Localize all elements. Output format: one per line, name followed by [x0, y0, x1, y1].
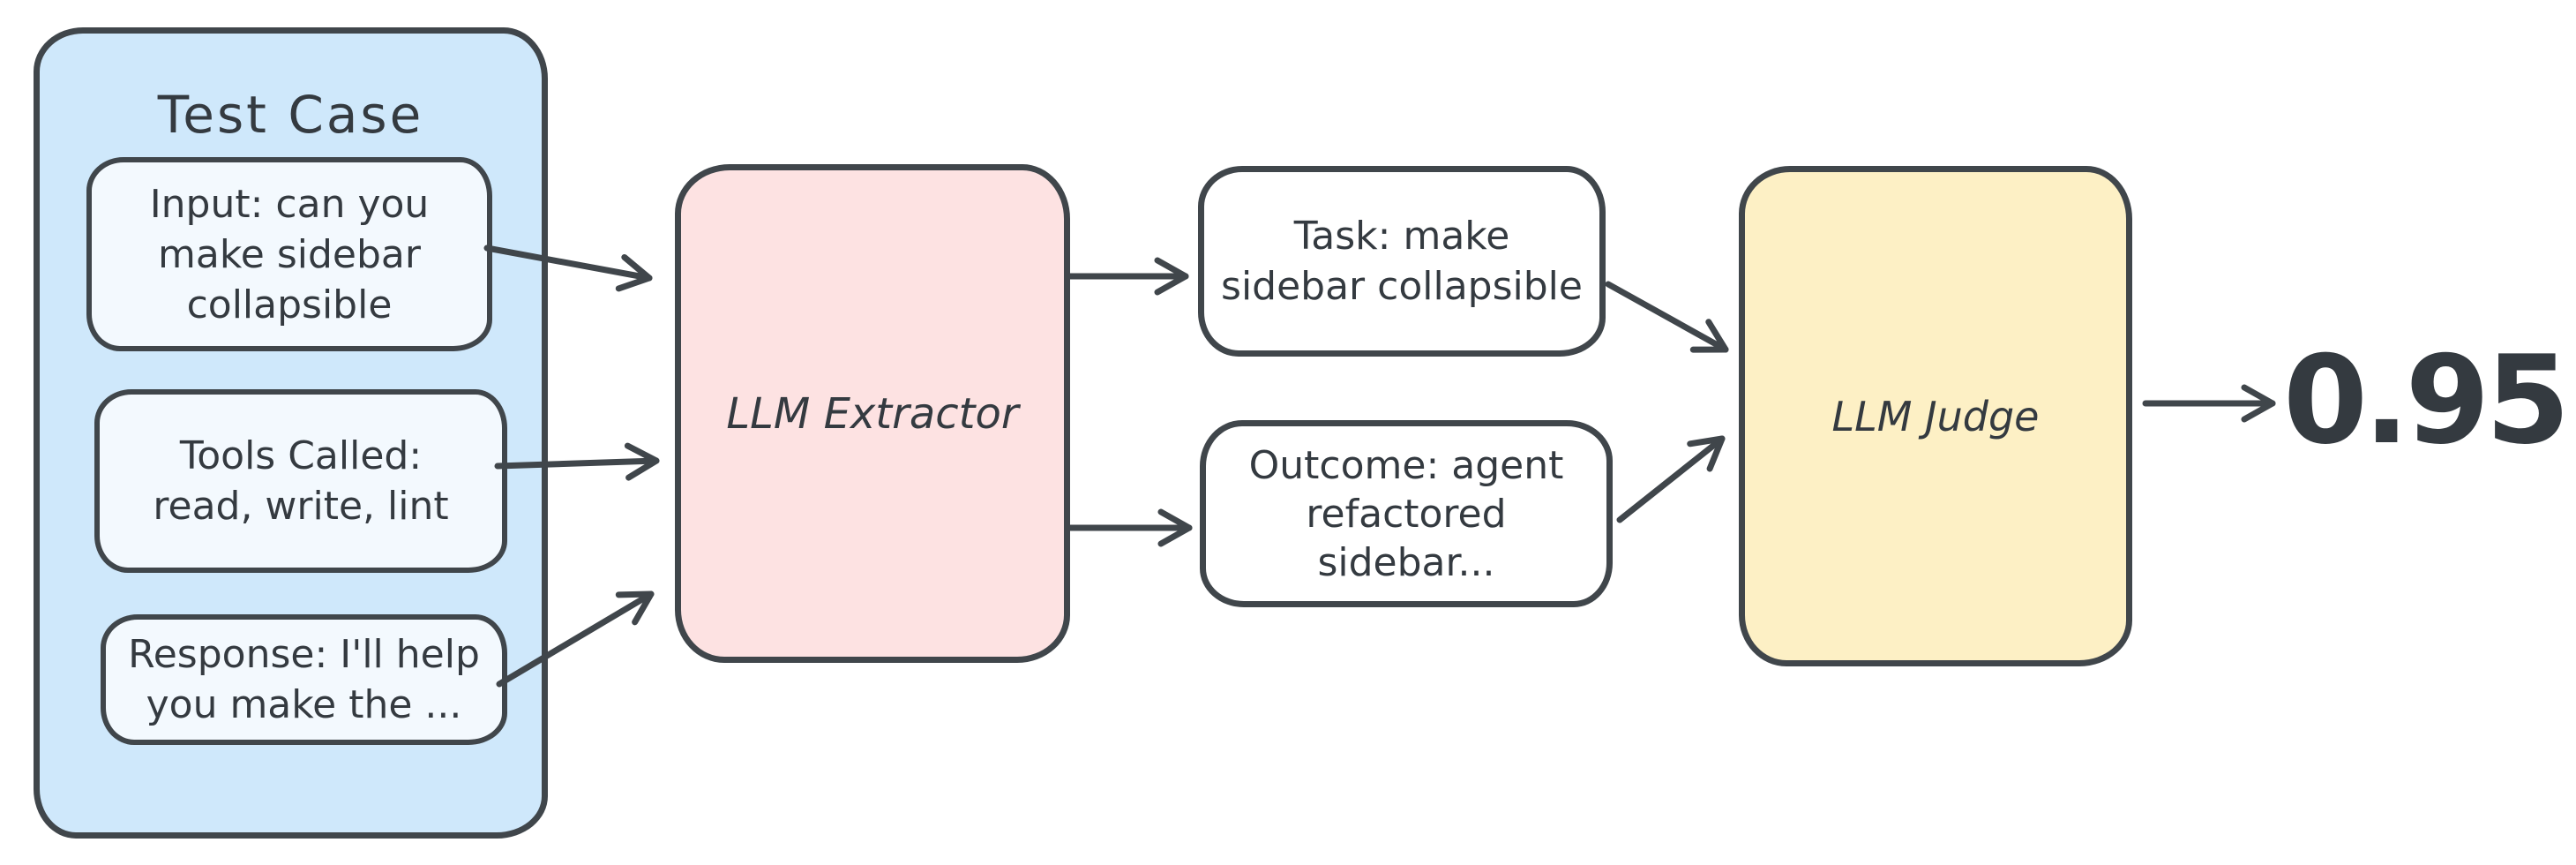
label-line: Tools Called:	[179, 433, 423, 478]
label-line: Task: make	[1293, 214, 1510, 259]
label-line: collapsible	[186, 282, 393, 327]
arrow-task-to-judge	[1605, 281, 1729, 353]
label-line: Response: I'll help	[128, 632, 480, 677]
judge-label: LLM Judge	[1831, 392, 2040, 440]
score-value: 0.95	[2283, 329, 2570, 471]
extractor-label: LLM Extractor	[726, 388, 1019, 439]
label-line: sidebar...	[1317, 539, 1495, 585]
label-line: read, write, lint	[153, 484, 449, 529]
test-case-item-input: Input: can you make sidebar collapsible	[86, 157, 492, 351]
label-line: refactored	[1306, 491, 1507, 537]
outcome-box: Outcome: agent refactored sidebar...	[1200, 420, 1613, 607]
test-case-item-response: Response: I'll help you make the ...	[101, 614, 507, 745]
extractor-box: LLM Extractor	[675, 164, 1070, 663]
test-case-title: Test Case	[157, 85, 424, 145]
label-line: sidebar collapsible	[1221, 264, 1583, 309]
test-case-container: Test Case Input: can you make sidebar co…	[34, 27, 548, 839]
label-line: Input: can you	[149, 181, 430, 227]
test-case-item-tools: Tools Called: read, write, lint	[94, 389, 507, 573]
arrow-outcome-to-judge	[1616, 435, 1726, 523]
label-line: make sidebar	[158, 231, 421, 277]
label-line: Outcome: agent	[1248, 442, 1564, 488]
label-line: you make the ...	[146, 682, 462, 727]
task-box: Task: make sidebar collapsible	[1198, 166, 1606, 357]
judge-box: LLM Judge	[1739, 166, 2132, 666]
